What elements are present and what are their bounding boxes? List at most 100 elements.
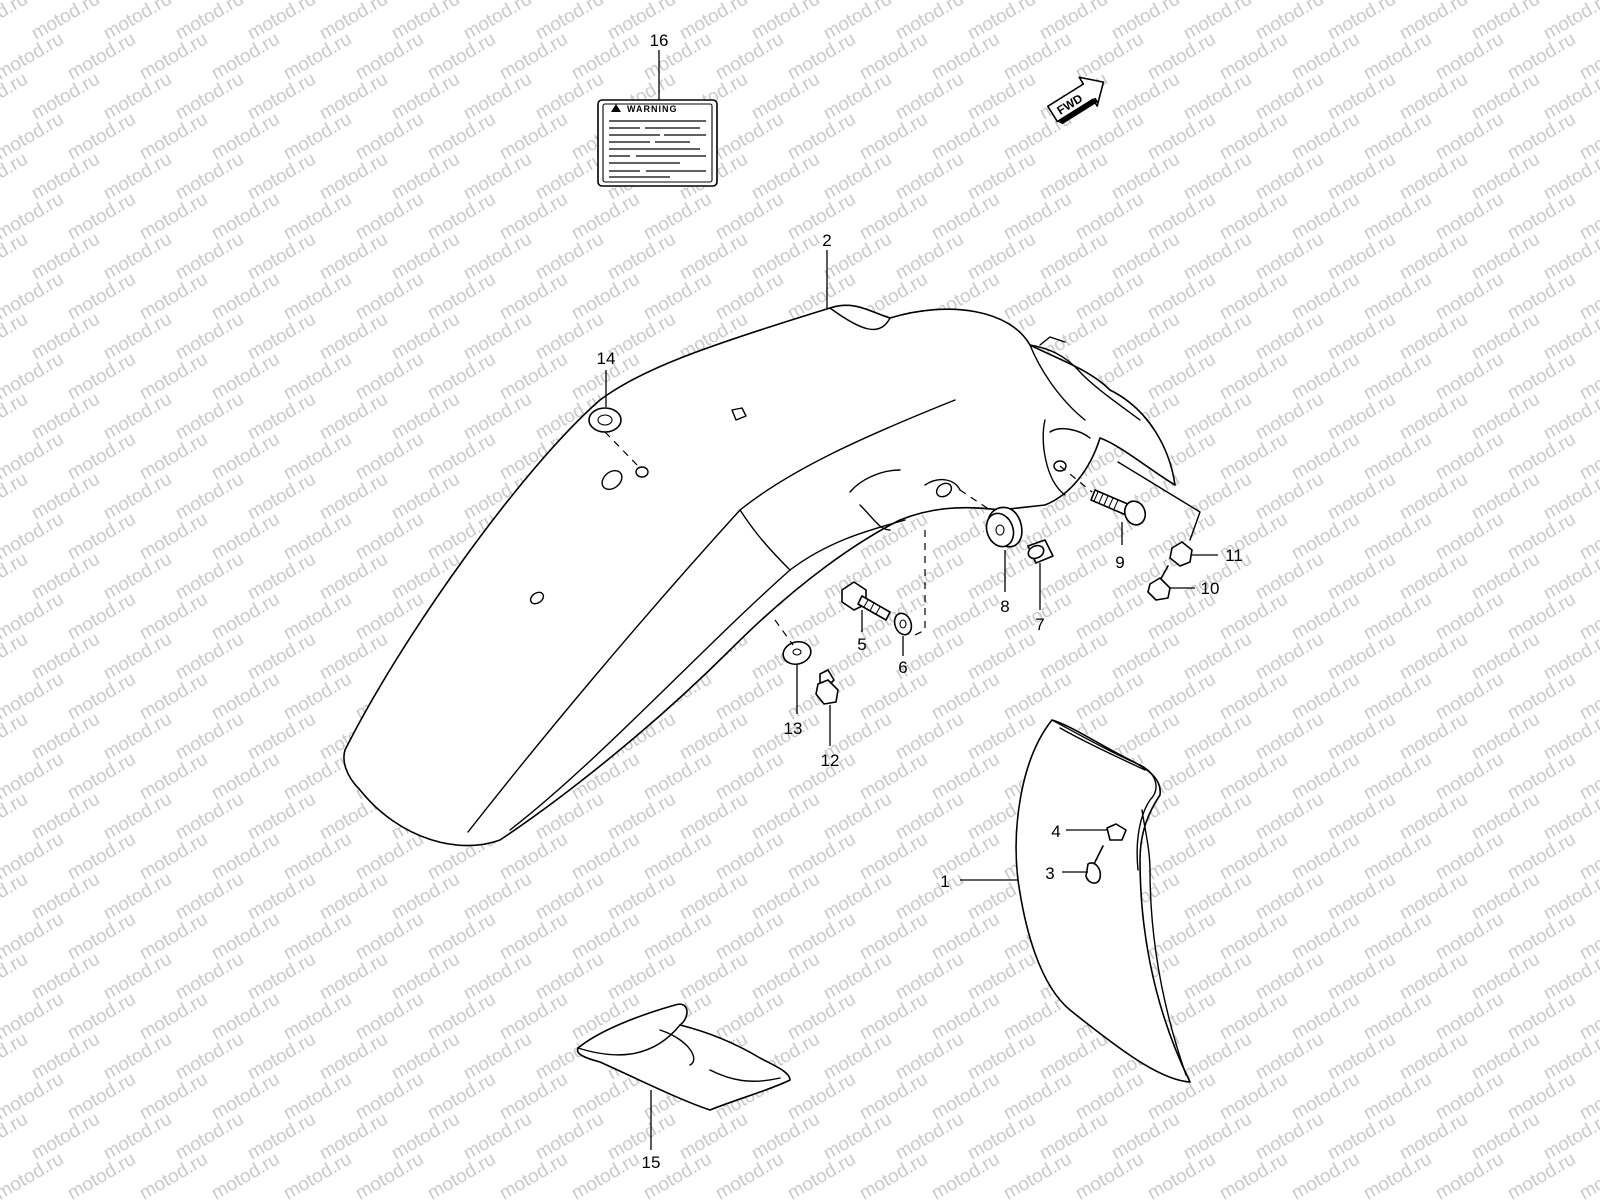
watermark-text: motod.ru (208, 509, 283, 565)
watermark-text: motod.ru (172, 869, 247, 925)
watermark-text: motod.ru (928, 1069, 1003, 1125)
watermark-text: motod.ru (496, 109, 571, 165)
watermark-text: motod.ru (316, 949, 391, 1005)
watermark-text: motod.ru (1360, 989, 1435, 1045)
callout-8: 8 (1000, 597, 1009, 616)
watermark-text: motod.ru (136, 909, 211, 965)
watermark-text: motod.ru (208, 909, 283, 965)
watermark-text: motod.ru (1576, 1149, 1600, 1200)
watermark-text: motod.ru (1216, 909, 1291, 965)
watermark-text: motod.ru (1252, 1109, 1327, 1165)
watermark-text: motod.ru (496, 829, 571, 885)
watermark-text: motod.ru (1432, 109, 1507, 165)
watermark-text: motod.ru (1396, 789, 1471, 845)
watermark-text: motod.ru (1288, 589, 1363, 645)
watermark-text: motod.ru (712, 989, 787, 1045)
watermark-text: motod.ru (28, 229, 103, 285)
watermark-text: motod.ru (712, 1149, 787, 1200)
watermark-text: motod.ru (136, 669, 211, 725)
watermark-text: motod.ru (424, 1149, 499, 1200)
watermark-text: motod.ru (1072, 1069, 1147, 1125)
watermark-text: motod.ru (1252, 69, 1327, 125)
watermark-text: motod.ru (964, 229, 1039, 285)
watermark-text: motod.ru (640, 749, 715, 805)
watermark-text: motod.ru (892, 949, 967, 1005)
callout-6: 6 (898, 658, 907, 677)
nut-part-11 (1169, 541, 1193, 567)
watermark-text: motod.ru (28, 629, 103, 685)
watermark-text: motod.ru (0, 309, 31, 365)
nut-part-4 (1106, 823, 1127, 841)
watermark-text: motod.ru (208, 989, 283, 1045)
watermark-text: motod.ru (172, 549, 247, 605)
watermark-text: motod.ru (1396, 149, 1471, 205)
watermark-text: motod.ru (388, 0, 463, 44)
watermark-text: motod.ru (892, 69, 967, 125)
watermark-text: motod.ru (244, 709, 319, 765)
watermark-text: motod.ru (1108, 1109, 1183, 1165)
watermark-text: motod.ru (424, 429, 499, 485)
watermark-text: motod.ru (892, 869, 967, 925)
watermark-text: motod.ru (1252, 869, 1327, 925)
watermark-text: motod.ru (928, 989, 1003, 1045)
watermark-text: motod.ru (1288, 989, 1363, 1045)
watermark-text: motod.ru (1000, 269, 1075, 325)
watermark-text: motod.ru (1396, 549, 1471, 605)
grommet-part-14 (588, 407, 622, 433)
watermark-text: motod.ru (1180, 389, 1255, 445)
watermark-text: motod.ru (1216, 349, 1291, 405)
watermark-text: motod.ru (316, 389, 391, 445)
watermark-text: motod.ru (1180, 229, 1255, 285)
watermark-text: motod.ru (892, 0, 967, 44)
warning-label-part: WARNING (597, 99, 718, 187)
watermark-text: motod.ru (1360, 589, 1435, 645)
watermark-text: motod.ru (1324, 389, 1399, 445)
watermark-text: motod.ru (352, 509, 427, 565)
watermark-text: motod.ru (1504, 669, 1579, 725)
watermark-text: motod.ru (784, 909, 859, 965)
watermark-text: motod.ru (172, 469, 247, 525)
watermark-text: motod.ru (352, 109, 427, 165)
watermark-text: motod.ru (1216, 749, 1291, 805)
watermark-text: motod.ru (172, 1109, 247, 1165)
watermark-text: motod.ru (1396, 869, 1471, 925)
callout-13: 13 (784, 719, 803, 738)
watermark-text: motod.ru (1288, 1069, 1363, 1125)
watermark-text: motod.ru (1180, 709, 1255, 765)
watermark-text: motod.ru (0, 69, 31, 125)
watermark-text: motod.ru (352, 349, 427, 405)
watermark-text: motod.ru (64, 829, 139, 885)
watermark-text: motod.ru (460, 1029, 535, 1085)
callout-4: 4 (1051, 822, 1060, 841)
watermark-text: motod.ru (1432, 669, 1507, 725)
watermark-text: motod.ru (1504, 189, 1579, 245)
watermark-text: motod.ru (1504, 989, 1579, 1045)
watermark-text: motod.ru (1036, 229, 1111, 285)
watermark-text: motod.ru (100, 789, 175, 845)
watermark-text: motod.ru (280, 1149, 355, 1200)
watermark-text: motod.ru (244, 309, 319, 365)
watermark-text: motod.ru (820, 789, 895, 845)
watermark-text: motod.ru (100, 69, 175, 125)
watermark-text: motod.ru (28, 789, 103, 845)
watermark-text: motod.ru (424, 989, 499, 1045)
watermark-text: motod.ru (1396, 469, 1471, 525)
watermark-text: motod.ru (892, 149, 967, 205)
watermark-text: motod.ru (388, 869, 463, 925)
watermark-text: motod.ru (352, 1149, 427, 1200)
watermark-text: motod.ru (244, 869, 319, 925)
watermark-text: motod.ru (856, 749, 931, 805)
watermark-text: motod.ru (316, 149, 391, 205)
watermark-text: motod.ru (1072, 269, 1147, 325)
watermark-text: motod.ru (820, 1109, 895, 1165)
watermark-text: motod.ru (100, 469, 175, 525)
watermark-text: motod.ru (676, 229, 751, 285)
callout-12: 12 (821, 751, 840, 770)
watermark-text: motod.ru (1072, 109, 1147, 165)
watermark-text: motod.ru (244, 0, 319, 44)
watermark-text: motod.ru (460, 0, 535, 44)
watermark-text: motod.ru (568, 1149, 643, 1200)
watermark-text: motod.ru (1072, 669, 1147, 725)
